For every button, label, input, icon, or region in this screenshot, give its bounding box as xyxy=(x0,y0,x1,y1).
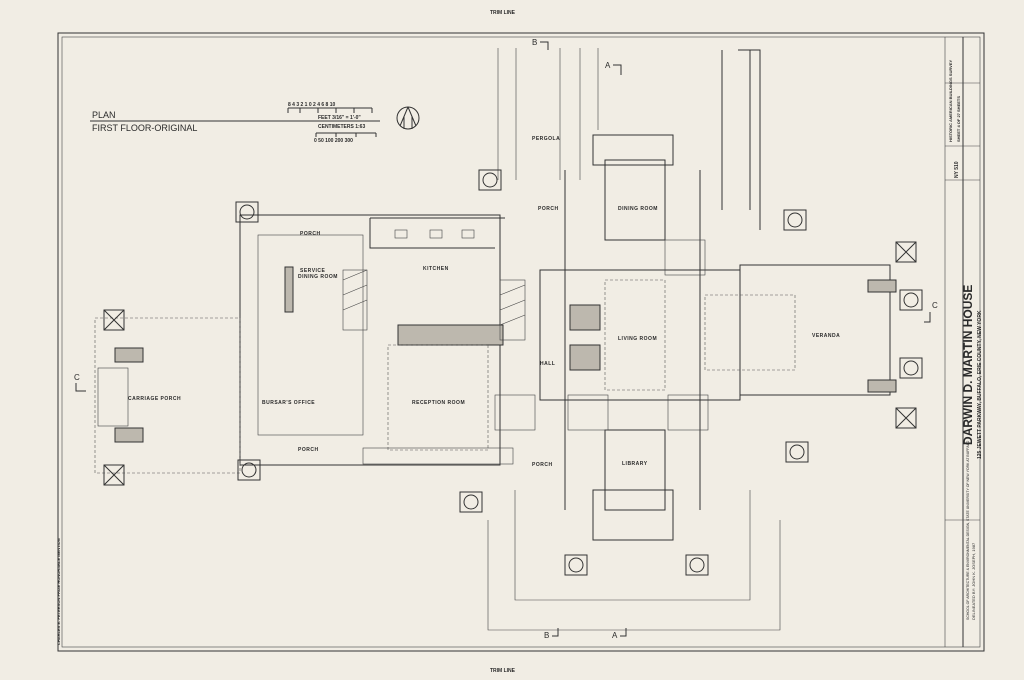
floor-plan xyxy=(94,48,923,631)
scale-bar: 8 4 3 2 1 0 2 4 6 8 10 FEET 3/16" = 1'-0… xyxy=(287,102,377,144)
room-carriage-porch: CARRIAGE PORCH xyxy=(128,396,181,402)
svg-text:C: C xyxy=(932,301,938,310)
title-block: DELINEATED BY: JOHN K. JOSEPH, 1987 SCHO… xyxy=(944,37,983,647)
house-address: 125 JEWETT PARKWAY, BUFFALO, ERIE COUNTY… xyxy=(977,310,983,459)
svg-text:8 4 3 2 1 0 2 4 6 8: 8 4 3 2 1 0 2 4 6 8 10 xyxy=(288,102,335,108)
svg-text:FEET 3/16" = 1'-0": FEET 3/16" = 1'-0" xyxy=(318,115,361,121)
sheet-border xyxy=(57,32,985,652)
plan-subtitle: FIRST FLOOR-ORIGINAL xyxy=(92,123,197,133)
svg-text:SHEET 4 OF 27 SHEETS: SHEET 4 OF 27 SHEETS xyxy=(956,96,961,142)
north-arrow-icon xyxy=(396,106,420,130)
room-kitchen: KITCHEN xyxy=(423,266,449,272)
room-porch-sw: PORCH xyxy=(298,447,319,453)
svg-text:A: A xyxy=(612,631,618,640)
room-porch-s: PORCH xyxy=(532,462,553,468)
section-markers: B A C C B A xyxy=(74,38,938,640)
room-labels: PORCH SERVICE DINING ROOM KITCHEN PORCH … xyxy=(128,136,840,468)
room-office: BURSAR'S OFFICE xyxy=(262,400,315,406)
room-hall: HALL xyxy=(540,361,555,367)
trim-line-bottom: TRIM LINE xyxy=(490,668,516,674)
inner-border xyxy=(61,36,981,648)
svg-text:CENTIMETERS 1:63: CENTIMETERS 1:63 xyxy=(318,124,365,130)
svg-text:SCHOOL OF ARCHITECTURE & ENVIR: SCHOOL OF ARCHITECTURE & ENVIRONMENTAL D… xyxy=(966,440,970,620)
room-reception: RECEPTION ROOM xyxy=(412,400,465,406)
svg-text:CHARLES E. PETERSON PRIZE HONO: CHARLES E. PETERSON PRIZE HONORABLE MENT… xyxy=(56,538,61,645)
room-service-dining: SERVICE xyxy=(300,268,326,274)
survey-number: NY 510 xyxy=(954,161,960,178)
margin-note: CHARLES E. PETERSON PRIZE HONORABLE MENT… xyxy=(56,538,61,645)
room-porch-nw: PORCH xyxy=(300,231,321,237)
room-living: LIVING ROOM xyxy=(618,336,657,342)
house-name: DARWIN D. MARTIN HOUSE xyxy=(961,285,975,445)
room-pergola: PERGOLA xyxy=(532,136,560,142)
svg-text:HISTORIC AMERICAN BUILDINGS SU: HISTORIC AMERICAN BUILDINGS SURVEY xyxy=(948,60,953,142)
plan-title: PLAN xyxy=(92,110,116,120)
svg-text:DELINEATED BY: JOHN K. JOSEPH,: DELINEATED BY: JOHN K. JOSEPH, 1987 xyxy=(971,542,976,620)
svg-text:B: B xyxy=(544,631,549,640)
svg-text:0 50 100 200 300: 0 50 100 200 300 xyxy=(314,138,353,144)
room-library: LIBRARY xyxy=(622,461,648,467)
room-service-dining-2: DINING ROOM xyxy=(298,274,338,280)
room-porch-n: PORCH xyxy=(538,206,559,212)
svg-text:A: A xyxy=(605,61,611,70)
room-veranda: VERANDA xyxy=(812,333,840,339)
trim-line-top: TRIM LINE xyxy=(490,10,516,16)
svg-text:B: B xyxy=(532,38,537,47)
svg-text:C: C xyxy=(74,373,80,382)
room-dining: DINING ROOM xyxy=(618,206,658,212)
